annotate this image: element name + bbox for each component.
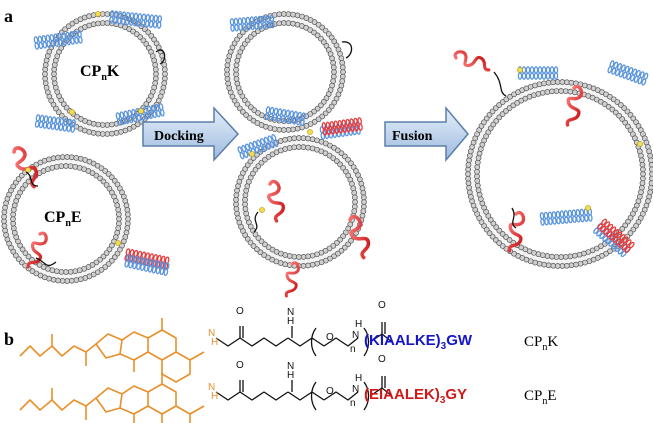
fused-coil-3 bbox=[507, 210, 526, 253]
lipopeptide-cpnk-row: (KIAALKE)3GW CPnK bbox=[364, 332, 558, 353]
vesicle-label-cpne: CPnE bbox=[44, 209, 82, 229]
fused-helix-1 bbox=[517, 66, 559, 80]
dock-coil-3 bbox=[284, 261, 300, 298]
peg-linker-k bbox=[215, 322, 393, 357]
dock-anchor-2 bbox=[249, 151, 255, 157]
amide-n-2-e: N bbox=[287, 361, 294, 372]
fused-helix-3 bbox=[539, 207, 593, 226]
cpne-anchor bbox=[115, 240, 121, 246]
dock-helix-1 bbox=[229, 14, 275, 32]
vesicle-cpne bbox=[1, 154, 131, 284]
carbonyl-o-1-e: O bbox=[236, 360, 244, 371]
cpnk-anchor-3 bbox=[138, 108, 144, 114]
docking-label: Docking bbox=[154, 129, 204, 144]
dock-helix-4 bbox=[237, 133, 279, 160]
dock-linker-2 bbox=[253, 211, 259, 233]
cpnk-helix-2 bbox=[109, 10, 163, 29]
cpnk-helix-1 bbox=[33, 30, 83, 50]
cholesterol-k bbox=[19, 318, 205, 383]
dock-linker-1 bbox=[341, 41, 353, 59]
carbonyl-o-2-e: O bbox=[378, 354, 386, 365]
panel-b-label: b bbox=[4, 329, 14, 349]
cpnk-helix-4 bbox=[115, 103, 165, 126]
ether-o-e: O bbox=[326, 386, 334, 397]
lipopeptide-name-cpne: CPnE bbox=[524, 388, 557, 407]
cpne-coil-1 bbox=[12, 146, 39, 189]
lipopeptide-name-cpnk: CPnK bbox=[524, 334, 558, 353]
dock-anchor-3 bbox=[259, 207, 265, 213]
dock-anchor-1 bbox=[307, 129, 313, 135]
cpnk-helix-3 bbox=[34, 114, 76, 133]
amide-n-2-k: N bbox=[287, 307, 294, 318]
fused-anchor-2 bbox=[585, 205, 591, 211]
peg-linker-e bbox=[215, 376, 393, 411]
fused-linker-1 bbox=[493, 71, 507, 97]
cpne-coil-2 bbox=[26, 231, 48, 269]
fusion-arrow: Fusion bbox=[384, 105, 469, 163]
cpnk-anchor-1 bbox=[95, 11, 101, 17]
fused-anchor-1 bbox=[517, 67, 523, 73]
fused-helix-2 bbox=[607, 60, 649, 86]
amide-h-3-k: H bbox=[355, 319, 362, 330]
dock-coil-2 bbox=[348, 214, 371, 260]
amide-h-2-k: H bbox=[287, 316, 294, 327]
amide-h-1-k: H bbox=[211, 337, 218, 348]
amide-n-1-e: N bbox=[208, 382, 215, 393]
fused-helix-5 bbox=[597, 218, 635, 254]
fused-anchor-3 bbox=[637, 141, 643, 147]
amide-h-3-e: H bbox=[355, 373, 362, 384]
vesicle-docking-bottom bbox=[233, 135, 367, 269]
amide-h-1-e: H bbox=[211, 391, 218, 402]
ether-o-k: O bbox=[326, 332, 334, 343]
cpne-linker-1 bbox=[25, 171, 39, 187]
repeat-n-k: n bbox=[350, 344, 356, 355]
amide-n-1-k: N bbox=[208, 328, 215, 339]
peptide-sequence-k: (KIAALKE)3GW bbox=[364, 332, 473, 352]
fused-linker-2 bbox=[511, 207, 517, 229]
docking-arrow: Docking bbox=[142, 106, 240, 162]
carbonyl-o-2-k: O bbox=[378, 300, 386, 311]
cpne-linker-2 bbox=[35, 257, 57, 266]
dock-helix-3-red bbox=[321, 117, 363, 136]
panel-a-label: a bbox=[4, 6, 13, 26]
dock-coil-1 bbox=[266, 179, 285, 223]
cholesterol-e bbox=[19, 372, 205, 423]
fused-coil-1 bbox=[453, 50, 491, 72]
fusion-label: Fusion bbox=[392, 129, 433, 144]
repeat-n-e: n bbox=[350, 398, 356, 409]
vesicle-label-cpnk: CPnK bbox=[80, 63, 120, 83]
lipopeptide-cpne-row: (EIAALEK)3GY CPnE bbox=[364, 386, 557, 407]
peptide-sequence-e: (EIAALEK)3GY bbox=[364, 386, 467, 406]
amide-n-3-k: N bbox=[352, 330, 359, 341]
amide-h-2-e: H bbox=[287, 370, 294, 381]
cpnk-linker bbox=[155, 49, 166, 65]
cpne-helix-blue bbox=[124, 254, 170, 276]
amide-n-3-e: N bbox=[352, 384, 359, 395]
cpnk-anchor-2 bbox=[69, 109, 75, 115]
peptide-layer bbox=[12, 10, 649, 298]
vesicle-layer bbox=[1, 11, 653, 284]
vesicle-fused bbox=[465, 79, 653, 269]
fused-coil-2 bbox=[565, 84, 584, 127]
carbonyl-o-1-k: O bbox=[236, 306, 244, 317]
